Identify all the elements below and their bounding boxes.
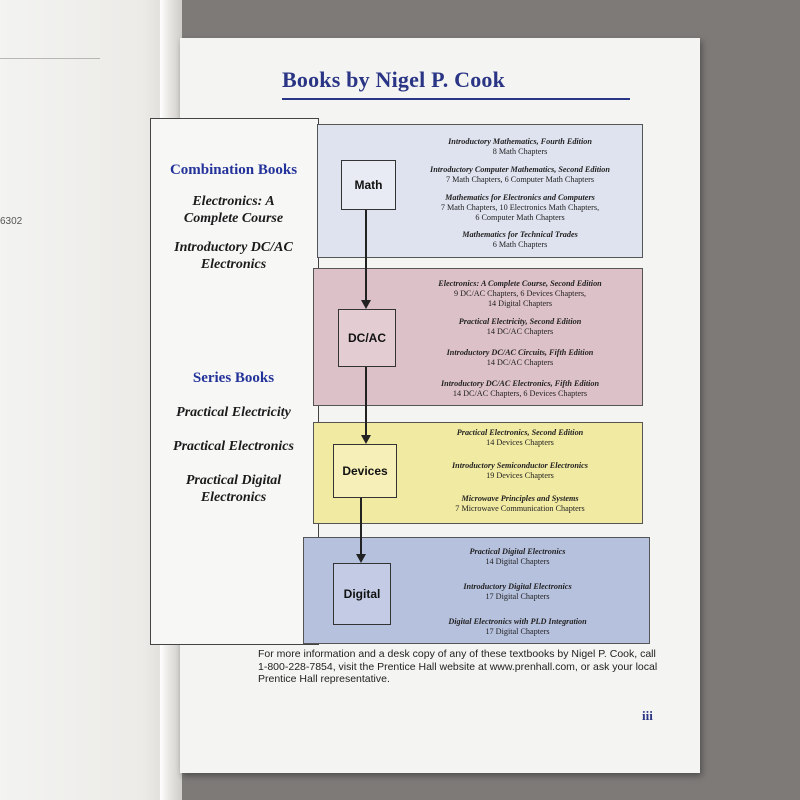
book-title: Introductory Computer Mathematics, Secon… — [430, 165, 610, 174]
list-item: Practical Electronics, Second Edition 14… — [400, 428, 640, 448]
book-chapters: 19 Devices Chapters — [486, 471, 554, 480]
book-chapters-cont: 6 Computer Math Chapters — [475, 213, 565, 222]
book-title: Mathematics for Technical Trades — [462, 230, 578, 239]
list-item: Digital Electronics with PLD Integration… — [400, 617, 635, 637]
book-title: Mathematics for Electronics and Computer… — [445, 193, 595, 202]
book-chapters: 14 Devices Chapters — [486, 438, 554, 447]
arrowhead-to-digital — [356, 554, 366, 563]
devices-box: Devices — [333, 444, 397, 498]
book-title: Electronics: A Complete Course, Second E… — [438, 279, 602, 288]
list-item: Practical Digital Electronics 14 Digital… — [400, 547, 635, 567]
list-item: Microwave Principles and Systems 7 Micro… — [400, 494, 640, 514]
book-title: Introductory Mathematics, Fourth Edition — [448, 137, 592, 146]
book-chapters-cont: 14 Digital Chapters — [487, 299, 553, 308]
book-chapters: 14 DC/AC Chapters, 6 Devices Chapters — [452, 389, 588, 398]
book-title: Practical Electronics, Second Edition — [456, 428, 584, 437]
list-item: Mathematics for Technical Trades 6 Math … — [400, 230, 640, 250]
series-books-heading: Series Books — [192, 370, 275, 386]
left-page-rule — [0, 58, 100, 59]
list-item: Introductory Computer Mathematics, Secon… — [400, 165, 640, 185]
left-panel — [150, 118, 319, 645]
book-title: Introductory Semiconductor Electronics — [451, 461, 588, 470]
left-page-text-fragment: 6302 — [0, 216, 23, 227]
book-chapters: 17 Digital Chapters — [485, 627, 550, 636]
list-item: Introductory DC/AC Electronics, Fifth Ed… — [400, 379, 640, 399]
list-item: Introductory Mathematics, Fourth Edition… — [400, 137, 640, 157]
book-title: Introductory DC/AC Circuits, Fifth Editi… — [446, 348, 594, 357]
series-book-1: Practical Electricity — [176, 405, 291, 420]
page-title: Books by Nigel P. Cook — [282, 67, 506, 92]
left-page: 6302 — [0, 0, 178, 800]
connector-devices-digital — [360, 496, 362, 556]
arrowhead-to-dcac — [361, 300, 371, 309]
page-number: iii — [642, 708, 653, 723]
footer-note: For more information and a desk copy of … — [258, 648, 658, 685]
combination-books-heading: Combination Books — [169, 162, 298, 178]
list-item: Introductory DC/AC Circuits, Fifth Editi… — [400, 348, 640, 368]
book-title: Practical Electricity, Second Edition — [458, 317, 582, 326]
book-chapters: 14 Digital Chapters — [485, 557, 550, 566]
title-underline — [282, 98, 630, 100]
dcac-box-label: DC/AC — [348, 331, 386, 345]
book-chapters: 6 Math Chapters — [492, 240, 548, 249]
book-title: Digital Electronics with PLD Integration — [448, 617, 587, 626]
book-title: Microwave Principles and Systems — [461, 494, 579, 503]
combination-book-1: Electronics: A Complete Course — [183, 194, 284, 226]
connector-dcac-devices — [365, 365, 367, 437]
list-item: Practical Electricity, Second Edition 14… — [400, 317, 640, 337]
series-book-2: Practical Electronics — [173, 439, 294, 454]
book-chapters: 9 DC/AC Chapters, 6 Devices Chapters, — [453, 289, 587, 298]
math-box: Math — [341, 160, 396, 210]
book-chapters: 7 Math Chapters, 10 Electronics Math Cha… — [440, 203, 600, 212]
devices-box-label: Devices — [342, 464, 388, 478]
book-chapters: 8 Math Chapters — [492, 147, 548, 156]
list-item: Mathematics for Electronics and Computer… — [400, 193, 640, 223]
book-title: Introductory DC/AC Electronics, Fifth Ed… — [440, 379, 600, 388]
book-chapters: 17 Digital Chapters — [485, 592, 550, 601]
combination-book-2: Introductory DC/AC Electronics — [174, 240, 293, 272]
digital-box-label: Digital — [343, 587, 381, 601]
book-chapters: 7 Math Chapters, 6 Computer Math Chapter… — [445, 175, 595, 184]
list-item: Electronics: A Complete Course, Second E… — [400, 279, 640, 309]
list-item: Introductory Digital Electronics 17 Digi… — [400, 582, 635, 602]
book-chapters: 14 DC/AC Chapters — [486, 358, 554, 367]
book-title: Introductory Digital Electronics — [463, 582, 572, 591]
book-chapters: 14 DC/AC Chapters — [486, 327, 554, 336]
math-box-label: Math — [354, 178, 383, 192]
book-chapters: 7 Microwave Communication Chapters — [455, 504, 585, 513]
book-title: Practical Digital Electronics — [469, 547, 566, 556]
dcac-box: DC/AC — [338, 309, 396, 367]
series-book-3: Practical Digital Electronics — [185, 473, 282, 505]
digital-box: Digital — [333, 563, 391, 625]
list-item: Introductory Semiconductor Electronics 1… — [400, 461, 640, 481]
connector-math-dcac — [365, 208, 367, 302]
arrowhead-to-devices — [361, 435, 371, 444]
